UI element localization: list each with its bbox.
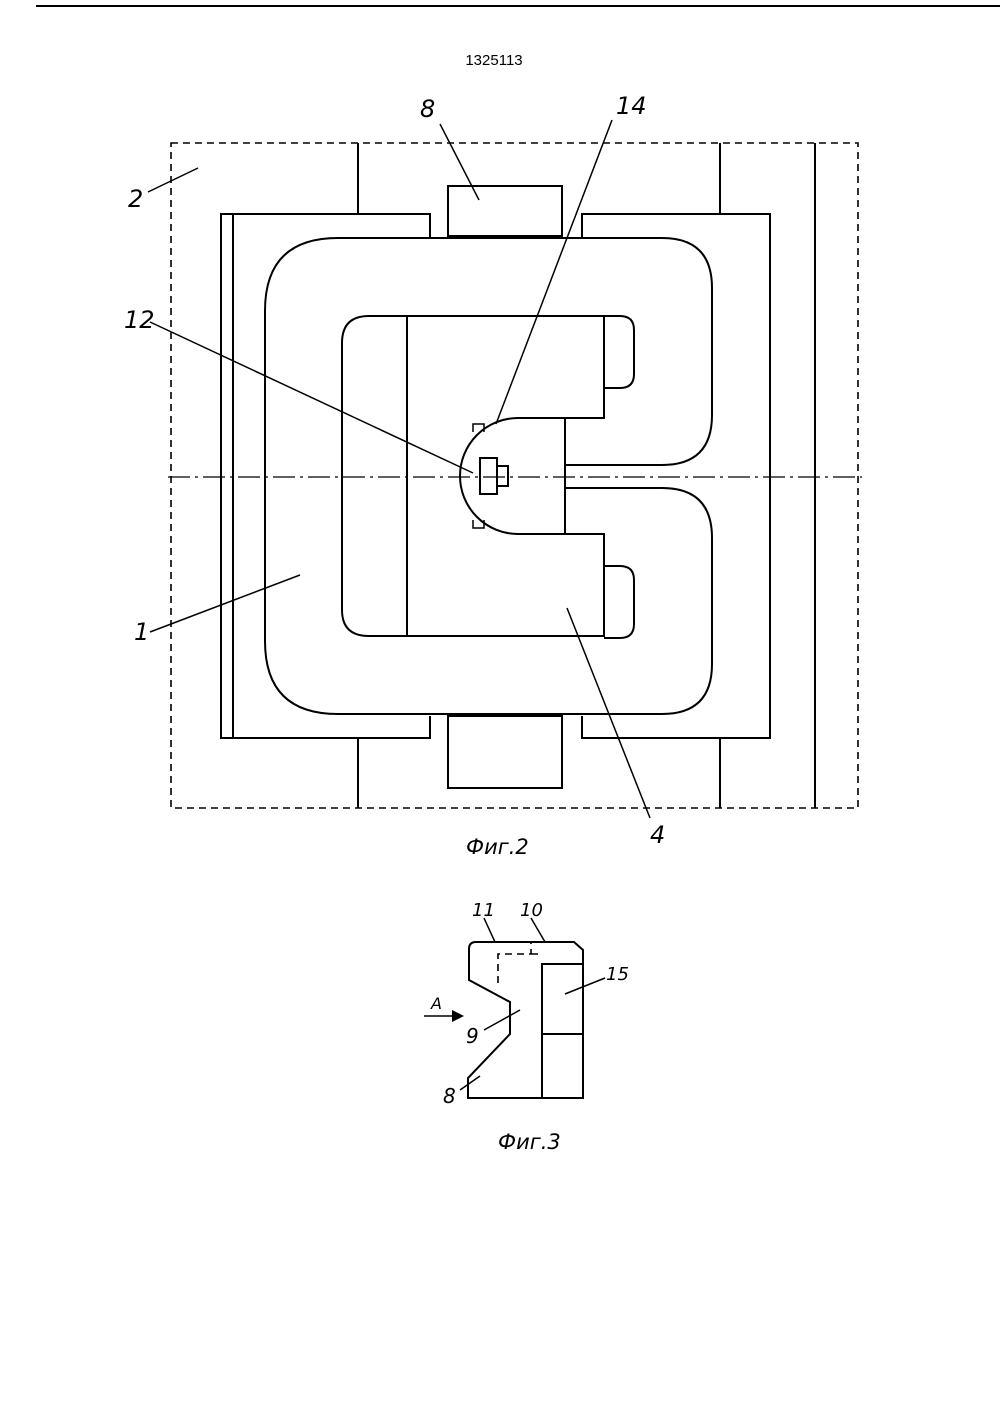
leader-2 — [148, 168, 198, 192]
figure-2: 8 14 2 12 1 4 Фиг.2 — [124, 92, 862, 859]
leader-1 — [150, 575, 300, 632]
leader-9 — [484, 1010, 520, 1030]
label-11: 11 — [472, 900, 495, 921]
core-outer-contour — [265, 238, 712, 714]
leader-12 — [150, 322, 473, 473]
profile-outline — [468, 942, 583, 1098]
clamp-block-top — [448, 186, 562, 236]
label-8: 8 — [443, 1084, 456, 1108]
label-1: 1 — [134, 618, 149, 646]
coil-former — [407, 316, 604, 636]
dashed-frame — [171, 143, 858, 808]
leader-15 — [565, 978, 605, 994]
leader-11 — [484, 918, 495, 942]
figure-3-caption: Фиг.3 — [498, 1130, 561, 1154]
pin-body — [480, 458, 497, 494]
pin-head — [497, 466, 508, 486]
label-14: 14 — [616, 92, 647, 120]
coil-lobe-top — [604, 316, 634, 388]
leader-8 — [440, 124, 479, 200]
leader-8b — [460, 1076, 480, 1090]
base-plate-right — [582, 214, 770, 738]
label-2: 2 — [128, 185, 143, 213]
figure-2-caption: Фиг.2 — [466, 835, 529, 859]
clamp-block-bottom — [448, 716, 562, 788]
hidden-contour — [498, 942, 540, 983]
patent-number: 1325113 — [465, 52, 522, 69]
label-10: 10 — [520, 900, 543, 921]
coil-lobe-bottom — [604, 566, 634, 638]
figure-3: 11 10 15 A 9 8 Фиг.3 — [424, 900, 629, 1154]
leader-14 — [496, 120, 612, 424]
leader-10 — [531, 918, 545, 942]
label-8: 8 — [420, 95, 435, 123]
view-arrow-icon — [452, 1010, 464, 1022]
label-9: 9 — [466, 1024, 479, 1048]
core-inner-contour — [342, 316, 407, 636]
insert-15 — [542, 964, 583, 1098]
label-4: 4 — [650, 821, 665, 849]
base-plate-left — [221, 214, 430, 738]
label-15: 15 — [606, 964, 629, 985]
label-A: A — [430, 994, 442, 1013]
label-12: 12 — [124, 306, 155, 334]
